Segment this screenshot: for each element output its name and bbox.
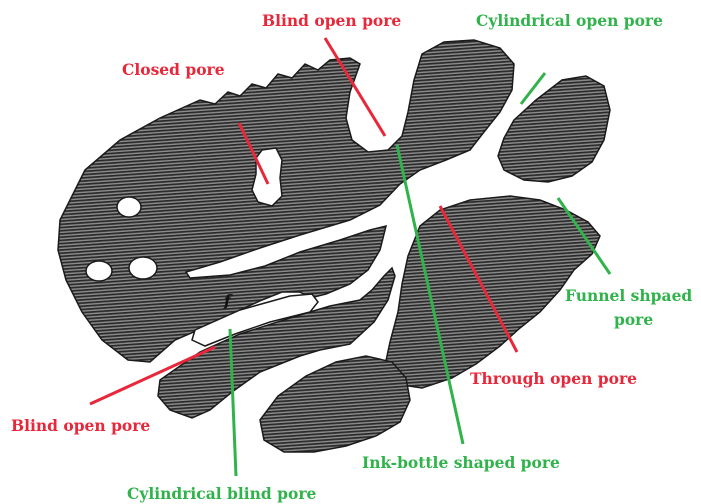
label-blind-open-pore-top: Blind open pore <box>262 11 401 30</box>
label-funnel-pore-2: pore <box>614 310 653 329</box>
label-funnel-pore-1: Funnel shpaed <box>565 286 692 305</box>
label-blind-open-pore-left: Blind open pore <box>11 416 150 435</box>
bottom-particle <box>260 356 410 452</box>
closed-pore-small-1 <box>117 197 141 217</box>
label-cylindrical-blind-pore: Cylindrical blind pore <box>127 484 317 503</box>
label-through-open-pore: Through open pore <box>470 369 637 388</box>
closed-pore-small-2 <box>86 261 112 281</box>
label-ink-bottle-pore: Ink-bottle shaped pore <box>362 453 560 472</box>
label-closed-pore: Closed pore <box>122 60 225 79</box>
right-upper-particle <box>498 76 610 182</box>
closed-pore-small-3 <box>129 257 157 279</box>
label-cylindrical-open-pore: Cylindrical open pore <box>476 11 663 30</box>
